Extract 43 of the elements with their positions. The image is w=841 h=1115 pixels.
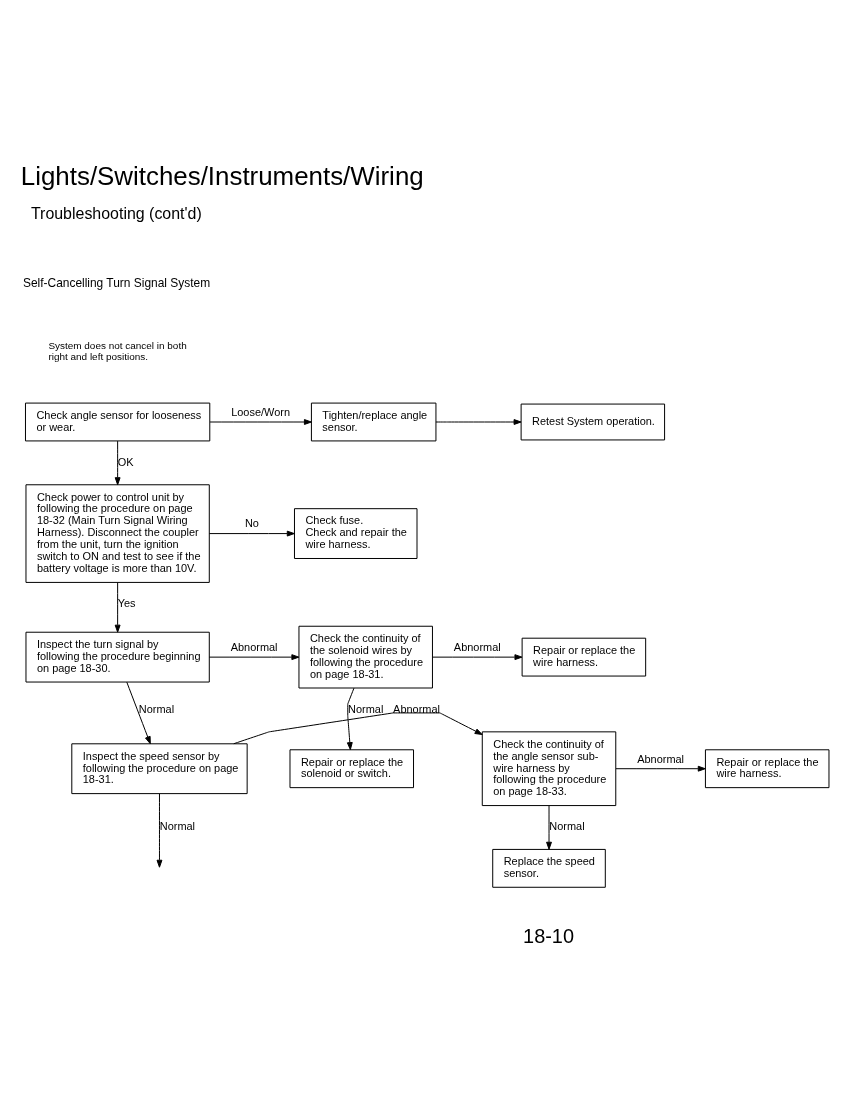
label: 18-10 [523,924,575,947]
arrow [346,687,355,750]
edge-label: Normal [549,819,585,832]
arrow [233,711,483,744]
arrow [114,581,121,633]
arrow [435,418,522,425]
arrow [615,765,706,772]
arrow [208,530,295,537]
arrow [156,792,163,868]
edge-label: Normal [348,702,384,715]
edge-label: Normal [138,702,175,715]
edge-label: Abnormal [637,752,685,765]
arrow [209,418,312,425]
edge-label: Loose/Worn [231,405,290,418]
node-box: Retest System operation. [520,403,666,440]
node-box: Check the continuity of the angle sensor sub-wire harness by following the procedure on page 18-33. [481,730,617,806]
arrow [126,681,151,744]
edge-label: Abnormal [393,702,440,715]
edge-label: No [244,516,259,529]
label: Troubleshooting (cont'd) [30,204,202,222]
node-box: Check angle sensor for looseness or wear. [24,402,211,441]
node-box: Check power to control unit by following the procedure on page 18-32 (Main Turn Signal Wiring Harness). Disconnect the coupler from the unit, turn the ignition switch to ON and test to see if the battery voltage is more than 10V. [25,483,210,583]
node-box: Inspect the speed sensor by following the procedure on page 18-31. [71,742,248,794]
label: Self-Cancelling Turn Signal System [22,275,211,290]
edge-label: OK [117,455,134,468]
arrow [546,804,552,850]
arrow [208,653,300,660]
edge-label: Yes [117,596,136,609]
node-box: Repair or replace the wire harness. [521,637,647,677]
node-box: Replace the speed sensor. [492,848,606,888]
node-box: Repair or replace the solenoid or switch. [289,748,415,788]
arrow [432,653,523,660]
node-box: Repair or replace the wire harness. [704,748,830,788]
label: System does not cancel in both right and left positions. [48,339,187,362]
edge-label: Normal [159,819,196,832]
edge-label: Abnormal [453,640,501,653]
node-box: Inspect the turn signal by following the procedure beginning on page 18-30. [25,631,210,683]
diagram-title: Lights/Switches/Instruments/Wiring [20,161,424,190]
arrow [114,440,121,485]
edge-label: Abnormal [230,640,278,653]
node-box: Tighten/replace angle sensor. [310,402,437,441]
node-box: Check the continuity of the solenoid wires by following the procedure on page 18-31. [298,625,433,688]
node-box: Check fuse. Check and repair the wire harness. [293,507,418,559]
